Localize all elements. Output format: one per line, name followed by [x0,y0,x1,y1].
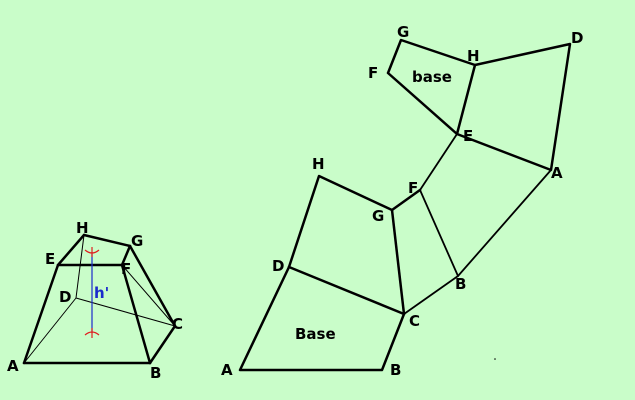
frustum-edge-G-H [82,233,132,248]
frustum-label-G: G [131,232,143,250]
net-edge-G-C [390,208,406,316]
net-label-G-mid: G [372,207,384,225]
height-label: h' [94,284,109,302]
height-top-marker [84,247,100,257]
height-bottom-marker [84,328,100,338]
frustum-edge-A-D [23,297,77,364]
net-label-E-mid: E [463,127,473,145]
frustum-label-F: F [121,260,131,278]
net-label-D-top: D [571,29,583,47]
net-label-H-left: H [312,155,325,173]
frustum-edge-F-G [120,244,132,267]
frustum-label-E: E [45,250,55,268]
frustum-edge-C-G [128,244,177,328]
net-figure [238,38,572,372]
net-face-HDAE [455,42,572,172]
frustum-label-D: D [59,288,71,306]
frustum-edge-B-F [120,263,152,365]
net-label-B-bottom: B [390,361,401,379]
net-edge-D-C [287,265,406,316]
height-indicator: h' [84,247,109,338]
frustum-label-B: B [150,364,161,382]
net-edge-F-B [419,189,459,277]
net-label-A-right: A [551,164,563,182]
frustum-edge-B-C [148,324,177,365]
net-label-G-top: G [397,23,409,41]
net-bottom-face [238,265,406,372]
frustum-label-A: A [7,357,19,375]
net-label-H-top: H [467,47,480,65]
net-face-label-base: base [412,68,452,86]
net-edge-E-F [419,133,458,191]
frustum-edge-D-H [75,234,85,299]
frustum-edge-H-E [56,233,86,267]
net-label-D-left: D [272,257,284,275]
net-edge-A-B [457,169,552,277]
net-label-F-mid: F [408,179,418,197]
net-labels: G H D F base E A H F G D B C Base A B [221,23,583,379]
frustum-figure [22,233,177,365]
net-face-label-Base: Base [295,325,336,343]
frustum-label-H: H [76,219,89,237]
net-label-A-bottom: A [221,361,233,379]
frustum-edge-A-E [22,263,60,365]
net-label-B-mid: B [455,275,466,293]
frustum-labels: H G E F D C A B [7,219,183,382]
net-label-F-top: F [368,64,378,82]
frustum-edge-F-C [121,264,176,327]
frustum-label-C: C [172,315,183,333]
net-edge-B-C [403,275,459,315]
net-face-HGCD [287,174,422,269]
stray-dot [494,358,496,360]
net-label-C-mid: C [409,312,420,330]
